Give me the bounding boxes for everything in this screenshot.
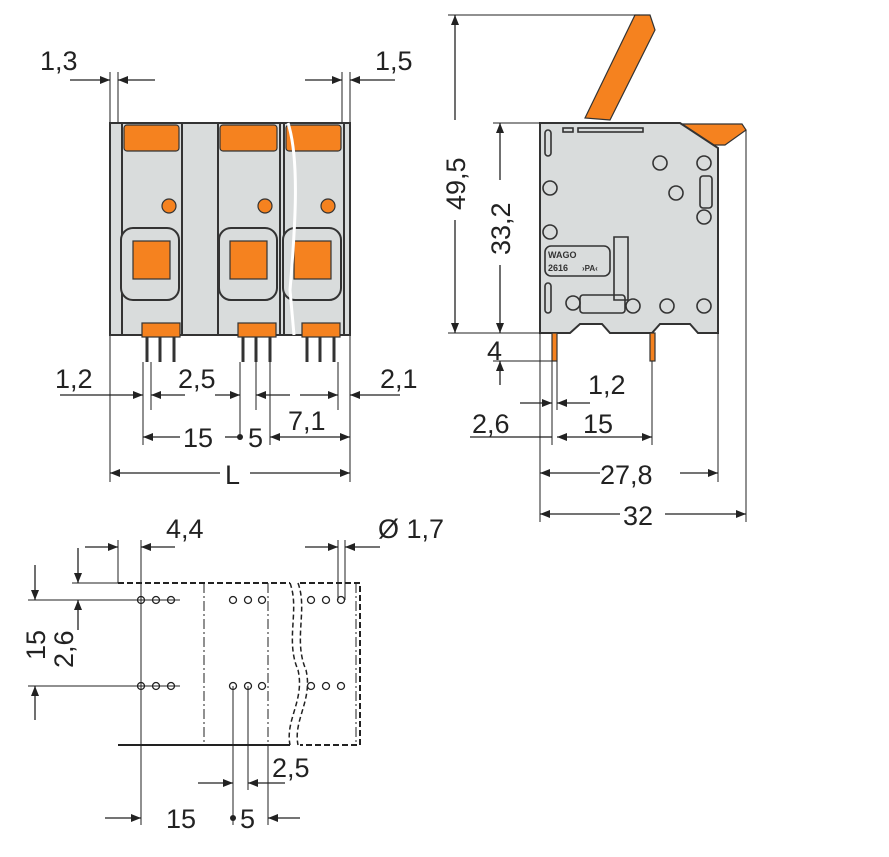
pitch-dot-fp [230,815,236,821]
front-view: 1,3 1,5 1,2 2,5 2,1 15 5 7,1 L [40,46,418,490]
dim-5: 5 [248,423,263,453]
dim-1-3: 1,3 [40,46,78,76]
wago-logo: WAGO [548,250,577,260]
pa-marking: ›PA‹ [582,264,598,273]
dim-2-5: 2,5 [178,364,216,394]
dim-4: 4 [487,336,502,366]
terminal-pole [120,122,183,338]
part-number: 2616 [548,263,568,273]
dim-2-6: 2,6 [472,409,510,439]
side-view: WAGO 2616 ›PA‹ 49,5 33,2 4 1,2 2,6 15 [441,14,747,531]
dim-5-fp: 5 [240,804,255,834]
dim-15-fp: 15 [166,804,196,834]
dim-2-6-row: 2,6 [49,630,79,668]
dim-L: L [225,460,240,490]
pcb-holes [136,595,346,691]
dim-15: 15 [183,423,213,453]
dim-7-1: 7,1 [288,406,326,436]
dim-27-8: 27,8 [600,460,653,490]
dim-hole-diameter: Ø 1,7 [378,514,444,544]
dim-32: 32 [623,501,653,531]
dim-1-2: 1,2 [55,364,93,394]
dim-2-1: 2,1 [380,364,418,394]
dim-1-2-side: 1,2 [588,370,626,400]
terminal-pole [217,122,281,338]
dim-15-row: 15 [21,630,51,660]
dim-15-side: 15 [583,409,613,439]
lever [584,14,656,121]
dim-49-5: 49,5 [441,157,471,210]
dim-33-2: 33,2 [486,202,516,255]
dim-4-4: 4,4 [166,514,204,544]
dim-1-5: 1,5 [375,46,413,76]
pcb-footprint: 4,4 Ø 1,7 15 2,6 2,5 15 5 [21,514,444,834]
dim-2-5-fp: 2,5 [272,753,310,783]
pitch-dot [237,434,243,440]
